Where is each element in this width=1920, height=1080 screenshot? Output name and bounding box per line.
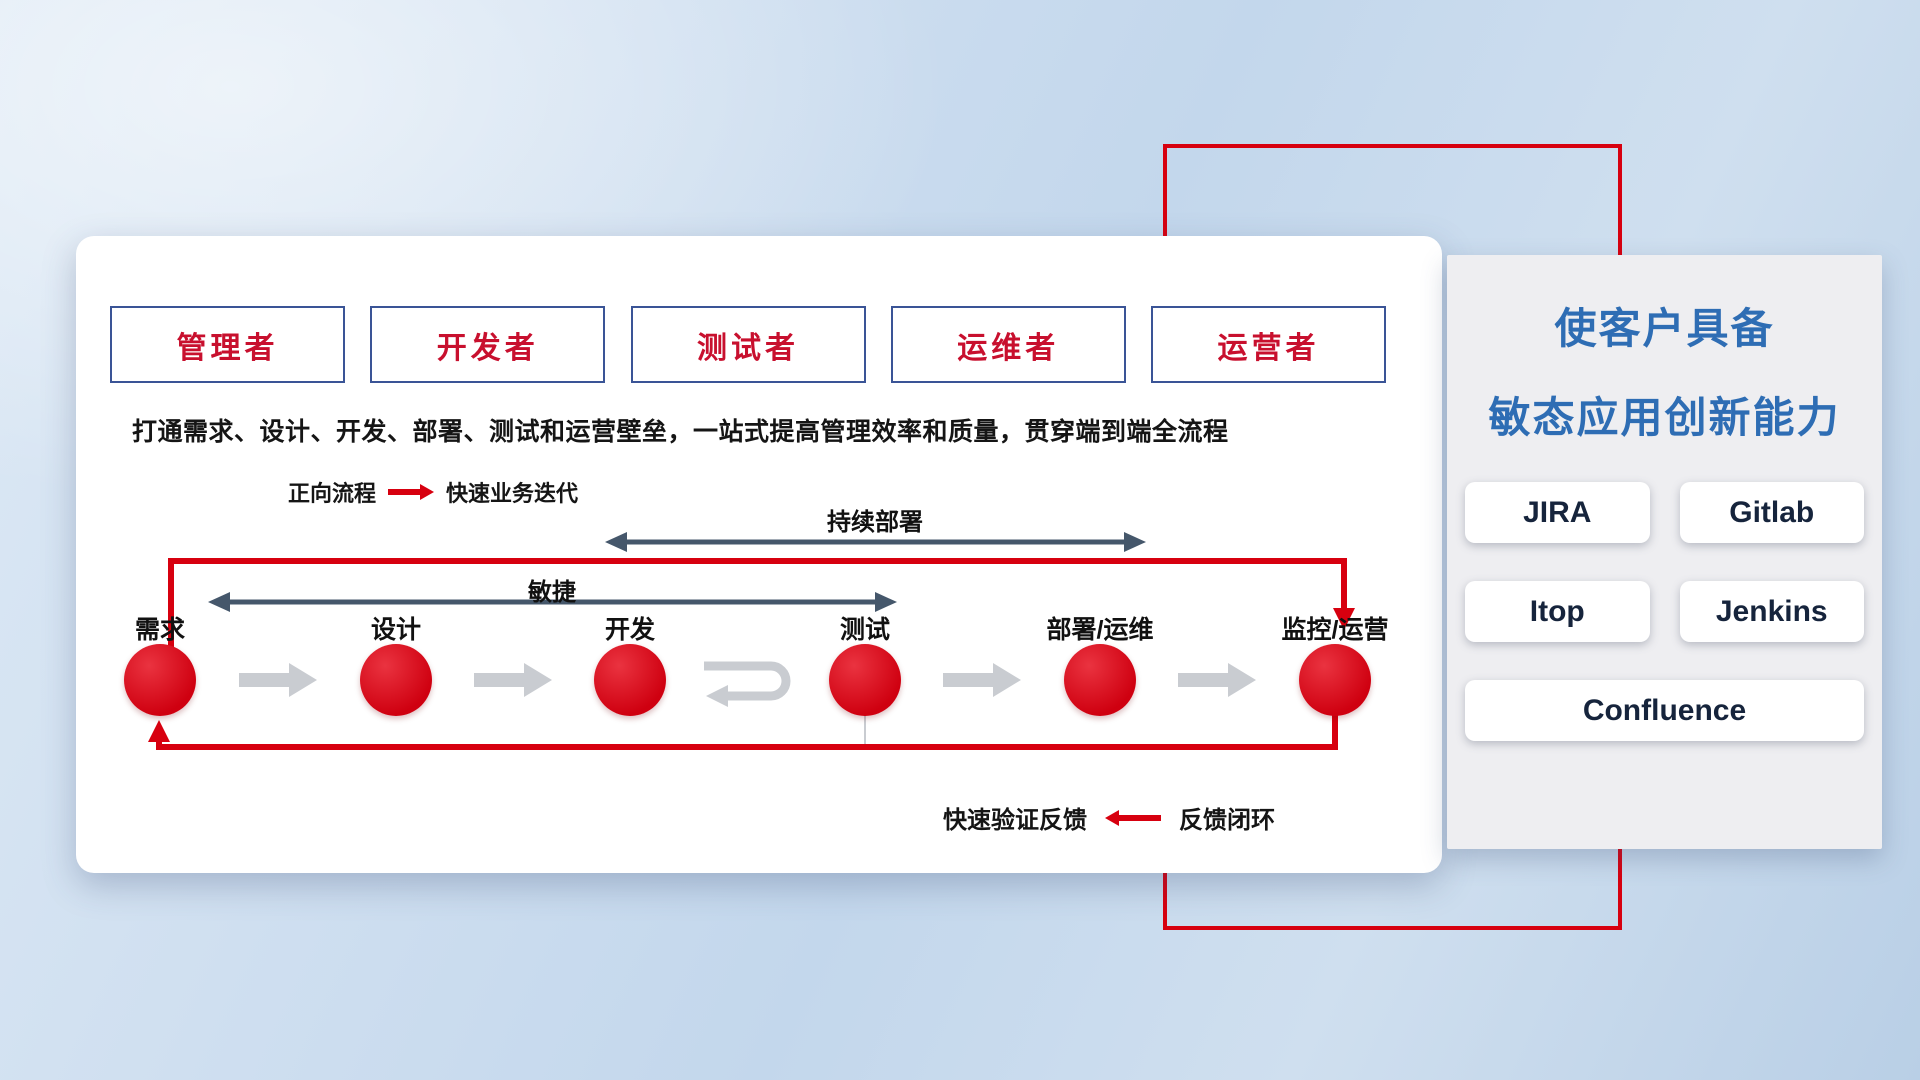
capability-panel: 使客户具备 敏态应用创新能力 JIRA Gitlab Itop Jenkins … (1447, 255, 1882, 849)
role-label: 管理者 (176, 331, 279, 365)
agile-span-label: 敏捷 (528, 579, 576, 606)
forward-arrow-icon (388, 484, 435, 500)
feedback-legend: 快速验证反馈 反馈闭环 (943, 800, 1275, 835)
stage-dot-develop (594, 644, 666, 716)
devops-flow-card: 管理者 开发者 测试者 运维者 运营者 打通需求、设计、开发、部署、测试和运营壁… (76, 236, 1442, 873)
feedback-loop-arrowhead-icon (148, 720, 170, 742)
tool-chip-confluence: Confluence (1465, 680, 1864, 741)
stage-arrow-icon (1178, 663, 1256, 697)
role-label: 运维者 (957, 331, 1060, 365)
iteration-loop-arrowhead-icon (706, 685, 728, 707)
tool-chip-itop: Itop (1465, 581, 1650, 642)
forward-loop-arrowhead-icon (1333, 608, 1355, 630)
cd-left-arrowhead-icon (605, 532, 627, 552)
tool-chip-jenkins: Jenkins (1679, 581, 1864, 642)
role-box-developer: 开发者 (370, 306, 606, 383)
stage-label-deploy-ops: 部署/运维 (1046, 616, 1154, 644)
roles-row: 管理者 开发者 测试者 运维者 运营者 (110, 306, 1386, 383)
feedback-legend-label: 反馈闭环 (1179, 807, 1275, 834)
role-label: 开发者 (436, 331, 539, 365)
stage-label-design: 设计 (370, 616, 421, 644)
role-box-business-operator: 运营者 (1151, 306, 1386, 383)
stage-dot-design (360, 644, 432, 716)
stage-label-requirements: 需求 (134, 616, 185, 644)
tool-chip-jira: JIRA (1465, 482, 1650, 543)
panel-title: 使客户具备 敏态应用创新能力 (1447, 295, 1882, 445)
role-label: 运营者 (1217, 331, 1320, 365)
panel-title-line2: 敏态应用创新能力 (1488, 394, 1841, 441)
continuous-deploy-span-label: 持续部署 (827, 509, 923, 536)
role-label: 测试者 (697, 331, 799, 365)
stage-arrow-icon (474, 663, 552, 697)
flow-arrows-canvas (148, 532, 1355, 750)
stage-arrow-icon (239, 663, 317, 697)
role-box-manager: 管理者 (110, 306, 345, 383)
stage-label-monitor-ops: 监控/运营 (1281, 616, 1389, 644)
stage-dot-monitor-ops (1299, 644, 1371, 716)
feedback-arrow-icon (1105, 809, 1161, 826)
tool-chip-gitlab: Gitlab (1679, 482, 1864, 543)
stage-dot-test (829, 644, 901, 716)
agile-right-arrowhead-icon (875, 592, 897, 612)
forward-legend-desc: 快速业务迭代 (446, 481, 579, 506)
feedback-legend-desc: 快速验证反馈 (943, 807, 1087, 834)
agile-left-arrowhead-icon (208, 592, 230, 612)
panel-title-line1: 使客户具备 (1554, 305, 1775, 352)
forward-loop-line (168, 558, 1347, 672)
role-box-operations: 运维者 (890, 306, 1126, 383)
stage-dot-deploy-ops (1064, 644, 1136, 716)
cd-right-arrowhead-icon (1124, 532, 1146, 552)
forward-legend-label: 正向流程 (288, 481, 377, 506)
stage-dot-requirements (124, 644, 196, 716)
forward-flow-legend: 正向流程 快速业务迭代 (288, 476, 578, 508)
role-box-tester: 测试者 (630, 306, 866, 383)
stage-label-test: 测试 (839, 616, 890, 644)
card-subtitle: 打通需求、设计、开发、部署、测试和运营壁垒，一站式提高管理效率和质量，贯穿端到端… (132, 418, 1229, 446)
stage-label-develop: 开发 (604, 616, 655, 644)
tools-grid: JIRA Gitlab Itop Jenkins Confluence (1465, 482, 1864, 741)
stage-arrow-icon (943, 663, 1021, 697)
iteration-loop-icon (704, 661, 791, 701)
